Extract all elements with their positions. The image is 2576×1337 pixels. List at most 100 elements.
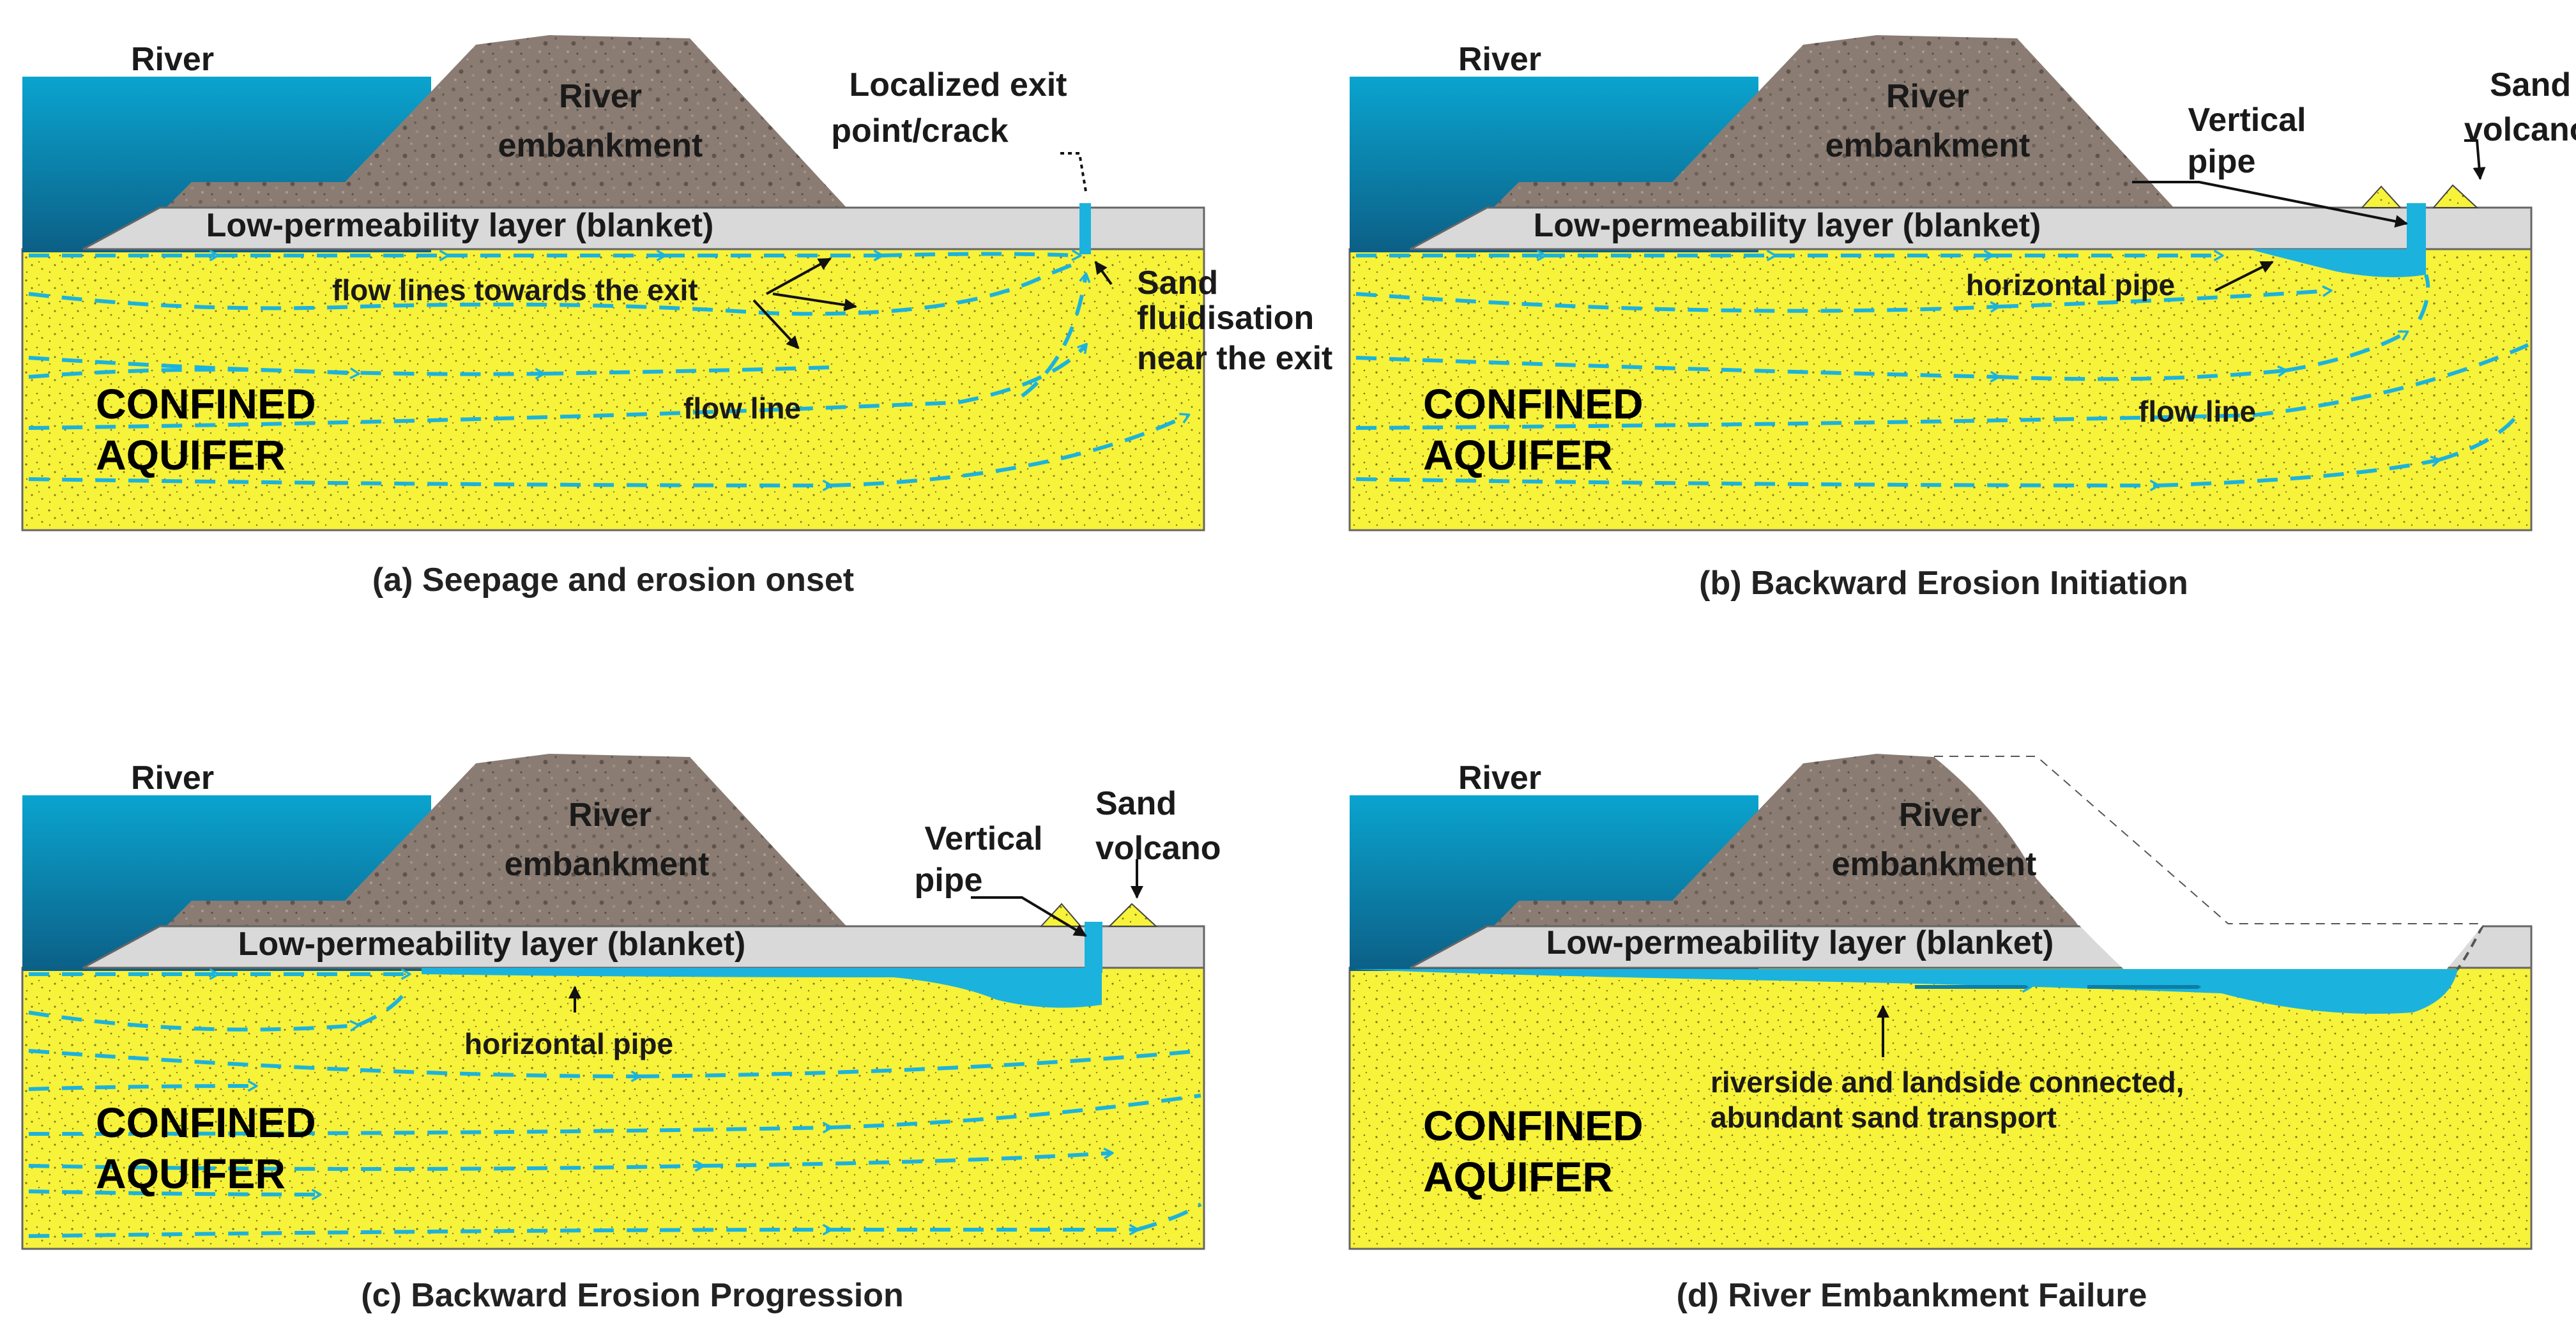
flow-line — [1355, 356, 2001, 383]
embankment-label-1: River — [568, 797, 652, 834]
embankment — [163, 754, 850, 929]
flow-lines — [28, 968, 1202, 1238]
flow-line — [28, 1160, 705, 1172]
flow-line — [830, 413, 1191, 487]
flow-line — [28, 342, 1088, 430]
connected-label-2: abundant sand transport — [1711, 1101, 2057, 1134]
volcano-label-1: Sand — [2490, 66, 2571, 103]
blanket-label: Low-permeability layer (blanket) — [1534, 207, 2041, 244]
river-label: River — [1458, 760, 1541, 797]
flow-line — [542, 365, 831, 376]
flow-line — [1997, 365, 2288, 381]
river-label: River — [131, 41, 214, 78]
flow-line — [28, 1122, 833, 1136]
flow-line — [28, 1080, 258, 1092]
flow-line — [1355, 292, 2001, 313]
embankment-label-2: embankment — [1825, 127, 2031, 164]
blanket-layer — [82, 206, 1205, 250]
vertical-pipe — [2407, 203, 2426, 254]
panel-c: River River embankment Low-permeability … — [21, 754, 1221, 1314]
flow-line — [28, 477, 833, 492]
failure-outline — [1934, 756, 2486, 975]
aquifer-label-2: AQUIFER — [96, 431, 286, 478]
flow-line — [28, 1188, 322, 1201]
flow-line — [1355, 343, 2529, 430]
annotation-arrows — [568, 859, 1143, 1012]
fluid-label-2: fluidisation — [1137, 300, 1314, 337]
sand-volcano-left — [2360, 185, 2402, 208]
river-label: River — [1458, 41, 1541, 78]
embankment-label-2: embankment — [1832, 846, 2037, 883]
panel-a: River River embankment Low-permeability … — [21, 35, 1332, 599]
exit-label-1: Localized exit — [850, 66, 1067, 103]
horizontal-pipe — [2253, 249, 2426, 277]
river-label: River — [131, 760, 214, 797]
connected-pipe — [1353, 969, 2458, 1014]
flowline-label: flow line — [683, 392, 801, 425]
flow-line — [1355, 477, 2160, 492]
flow-line — [1021, 272, 1091, 398]
flow-line — [2285, 330, 2409, 372]
aquifer-label-1: CONFINED — [1423, 380, 1643, 427]
sand-volcano-right — [2432, 184, 2479, 208]
flow-line — [356, 986, 411, 1027]
flow-line — [2157, 455, 2441, 487]
panel-b: River River embankment Low-permeability … — [1348, 35, 2576, 602]
flow-line — [638, 1049, 1201, 1078]
flow-lines — [1355, 249, 2529, 492]
blanket-layer — [1410, 206, 2533, 250]
sand-volcano-right — [1108, 903, 1158, 927]
exit-crack — [1079, 203, 1091, 254]
flow-line — [1136, 1202, 1202, 1232]
aquifer-label-1: CONFINED — [1423, 1102, 1643, 1149]
embankment-remnant — [1490, 754, 2081, 929]
aquifer-layer — [1348, 966, 2533, 1250]
panel-d: River River embankment Low-permeability … — [1348, 754, 2533, 1314]
flow-line — [830, 1094, 1201, 1129]
caption-c: (c) Backward Erosion Progression — [361, 1277, 904, 1314]
fluid-label-3: near the exit — [1137, 340, 1332, 377]
blanket-label: Low-permeability layer (blanket) — [206, 207, 714, 244]
embankment-label-2: embankment — [505, 846, 710, 883]
annotation-arrows — [752, 152, 1113, 349]
flow-line — [2418, 274, 2430, 321]
blanket-label: Low-permeability layer (blanket) — [238, 926, 746, 963]
flow-line — [28, 367, 360, 379]
vertical-pipe — [1085, 922, 1102, 973]
volcano-label-2: volcano — [1095, 830, 1221, 867]
failure-void — [1934, 757, 2483, 971]
embankment — [1490, 35, 2177, 211]
flow-lines — [28, 249, 1191, 492]
aquifer-label-2: AQUIFER — [1423, 431, 1613, 478]
embankment — [163, 35, 850, 211]
flow-line — [28, 1049, 641, 1083]
flow-line — [2438, 408, 2524, 462]
horizontal-label: horizontal pipe — [1966, 268, 2175, 302]
embankment-label-1: River — [1899, 797, 1982, 834]
aquifer-label-1: CONFINED — [96, 380, 316, 427]
flowline-label: flow line — [2138, 395, 2256, 428]
exit-label-2: point/crack — [831, 112, 1008, 149]
flow-line — [702, 1147, 1114, 1168]
sand-volcano-left — [1039, 903, 1083, 927]
flow-line — [28, 1223, 833, 1238]
flowlines-label: flow lines towards the exit — [332, 273, 698, 307]
aquifer-label-2: AQUIFER — [1423, 1153, 1613, 1200]
volcano-label-2: volcano — [2464, 111, 2576, 148]
flow-line — [28, 260, 1081, 316]
embankment-label-2: embankment — [498, 127, 703, 164]
connected-label-1: riverside and landside connected, — [1711, 1066, 2184, 1099]
fluid-label-1: Sand — [1137, 264, 1218, 302]
caption-d: (d) River Embankment Failure — [1677, 1277, 2147, 1314]
annotation-arrows — [2132, 139, 2486, 292]
vertical-label-1: Vertical — [2188, 102, 2306, 139]
volcano-label-1: Sand — [1095, 785, 1177, 822]
aquifer-layer — [21, 966, 1205, 1250]
embankment-label-1: River — [1886, 78, 1969, 115]
caption-a: (a) Seepage and erosion onset — [372, 562, 854, 599]
embankment-label-1: River — [559, 78, 642, 115]
vertical-label-2: pipe — [915, 862, 983, 899]
aquifer-label-1: CONFINED — [96, 1099, 316, 1146]
